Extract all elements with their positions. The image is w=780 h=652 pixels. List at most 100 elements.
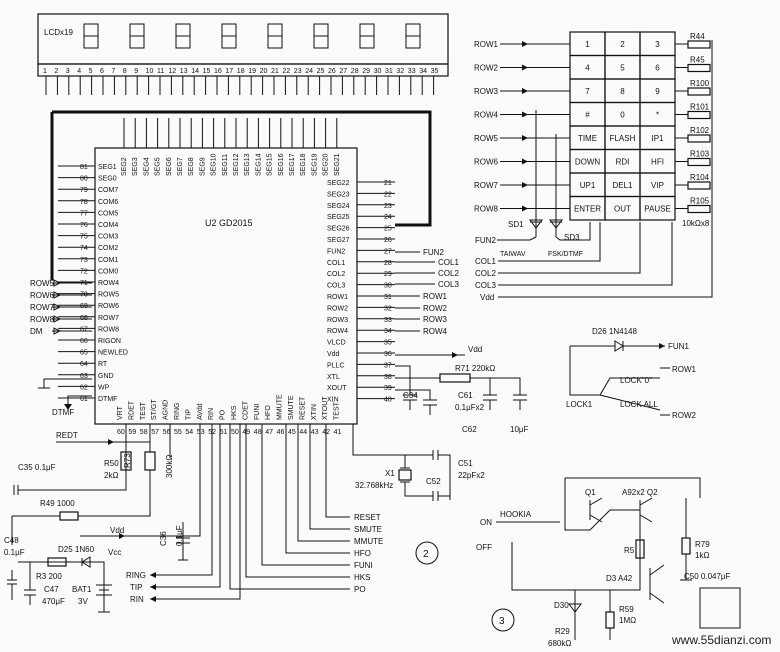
- chip-pin-number: 46: [277, 429, 285, 436]
- c47-label: C47: [44, 585, 59, 594]
- ring-detect-section: REDT C35 0.1μF R50 2kΩ R73 300kΩ R49 100…: [4, 424, 241, 613]
- r71-resistor: [439, 373, 471, 383]
- keypad-col1: COL1: [475, 257, 496, 266]
- keypad-vdd: Vdd: [480, 293, 494, 302]
- chip-pin-name: HKS: [231, 405, 238, 420]
- lcd-pin-number: 6: [100, 68, 104, 75]
- keypad-row-arrow: [522, 205, 528, 212]
- bottom-signal-funi: FUNI: [354, 561, 373, 570]
- x1-crystal: [398, 469, 412, 481]
- redet-arrow: [108, 439, 114, 445]
- fsk-label: FSK/DTMF: [548, 251, 583, 258]
- chip-pin-name: Vdd: [327, 351, 340, 358]
- chip-pin-name: COM7: [98, 187, 118, 194]
- lockall-label: LOCK ALL: [620, 400, 658, 409]
- chip-pin-name: FUNI: [254, 404, 261, 420]
- keypad-key-label: 0: [620, 111, 625, 120]
- chip-pin-number: 43: [311, 429, 319, 436]
- lcd-pin-number: 4: [77, 68, 81, 75]
- lcd-pin-number: 30: [374, 68, 382, 75]
- fun1-arrow: [659, 343, 665, 349]
- chip-pin-name: RDET: [128, 400, 135, 420]
- chip-pin-name: VRT: [117, 405, 124, 420]
- d26-diode: [570, 340, 665, 352]
- chip-pin-number: 78: [80, 199, 88, 206]
- chip-outline: [94, 147, 358, 425]
- d25-label: D25 1N60: [58, 545, 95, 554]
- chip-pin-number: 79: [80, 187, 88, 194]
- r29-value: 680kΩ: [548, 639, 571, 648]
- r79-value: 1kΩ: [695, 551, 709, 560]
- chip-pin-name: SEG11: [222, 154, 229, 176]
- chip-pin-name: SEG23: [327, 191, 350, 198]
- ring-tip-rin-wires: [150, 424, 241, 600]
- redet-label: REDT: [56, 431, 78, 440]
- c48-value: 0.1μF: [4, 548, 25, 557]
- section-marker-2-text: 2: [423, 549, 429, 560]
- chip-pin-number: 51: [220, 429, 228, 436]
- keypad-resistor-label: R104: [690, 173, 710, 182]
- chip-pin-number: 27: [384, 248, 392, 255]
- keypad-resistor-label: R44: [690, 32, 705, 41]
- chip-pin-name: ROW1: [327, 294, 348, 301]
- sd3-label: SD3: [564, 233, 580, 242]
- keypad-key-label: 3: [655, 40, 660, 49]
- chip-pin-number: 24: [384, 214, 392, 221]
- chip-pin-name: ROW2: [327, 305, 348, 312]
- d3-label: D3 A42: [606, 574, 633, 583]
- c62-value: 10μF: [510, 425, 529, 434]
- lcd-digit: [313, 23, 329, 49]
- keypad-row-arrow: [522, 41, 528, 47]
- lcd-pin-number: 23: [294, 68, 302, 75]
- c36-value: 0.1μF: [175, 525, 184, 546]
- keypad-row-label: ROW6: [474, 158, 499, 167]
- chip-pin-name: TIP: [185, 409, 192, 420]
- lcd-pin-number: 7: [111, 68, 115, 75]
- lcd-pin-number: 33: [408, 68, 416, 75]
- chip-u2: U2 GD2015 SEG181SEG080COM779COM678COM577…: [58, 118, 395, 436]
- keypad-key-label: 9: [655, 87, 660, 96]
- keypad-resistor: [687, 181, 711, 190]
- r73-value: 300kΩ: [165, 455, 174, 478]
- chip-pin-number: 60: [117, 429, 125, 436]
- keypad-key-label: RDI: [616, 158, 630, 167]
- chip-pin-name: RT: [98, 361, 108, 368]
- r59-label: R59: [619, 605, 634, 614]
- d26-label: D26 1N4148: [592, 327, 637, 336]
- chip-name: U2 GD2015: [205, 218, 253, 228]
- chip-pin-name: COM2: [98, 245, 118, 252]
- chip-pin-name: ROW4: [98, 280, 119, 287]
- chip-pin-name: HFO: [265, 405, 272, 420]
- lcd-pin-number: 2: [54, 68, 58, 75]
- chip-pin-name: XTIN: [311, 404, 318, 420]
- bottom-signal-reset: RESET: [354, 513, 381, 522]
- keypad-row-arrow: [522, 64, 528, 71]
- chip-pin-number: 45: [288, 429, 296, 436]
- bat-label: BAT1: [72, 585, 92, 594]
- keypad-row-arrow: [522, 182, 528, 188]
- r3-label: R3 200: [36, 572, 62, 581]
- chip-pin-name: VLCD: [327, 340, 346, 347]
- keypad-row-arrow: [522, 135, 528, 141]
- keypad-resistor-label: R100: [690, 79, 710, 88]
- vdd-arrow: [452, 352, 458, 358]
- keypad-resistor: [687, 204, 711, 214]
- chip-pin-number: 81: [80, 164, 88, 171]
- chip-pin-name: GND: [98, 373, 114, 380]
- left-signal-row6: ROW6: [30, 291, 55, 300]
- chip-pin-number: 66: [80, 338, 88, 345]
- q1-q2-transistors: [589, 497, 653, 523]
- c51-value: 22pFx2: [458, 471, 485, 480]
- off-wire: [511, 520, 641, 591]
- section-marker-3-text: 3: [499, 616, 505, 627]
- hook-off: OFF: [476, 543, 492, 552]
- keypad-row-label: ROW5: [474, 134, 499, 143]
- chip-pin-number: 23: [384, 203, 392, 210]
- keypad-col2: COL2: [475, 269, 496, 278]
- chip-pin-name: ROW4: [327, 328, 348, 335]
- chip-pin-name: SEG15: [267, 153, 274, 176]
- chip-pin-name: AVdd: [197, 403, 204, 420]
- keypad-key-label: 8: [620, 87, 625, 96]
- lcd-pin-number: 32: [396, 68, 404, 75]
